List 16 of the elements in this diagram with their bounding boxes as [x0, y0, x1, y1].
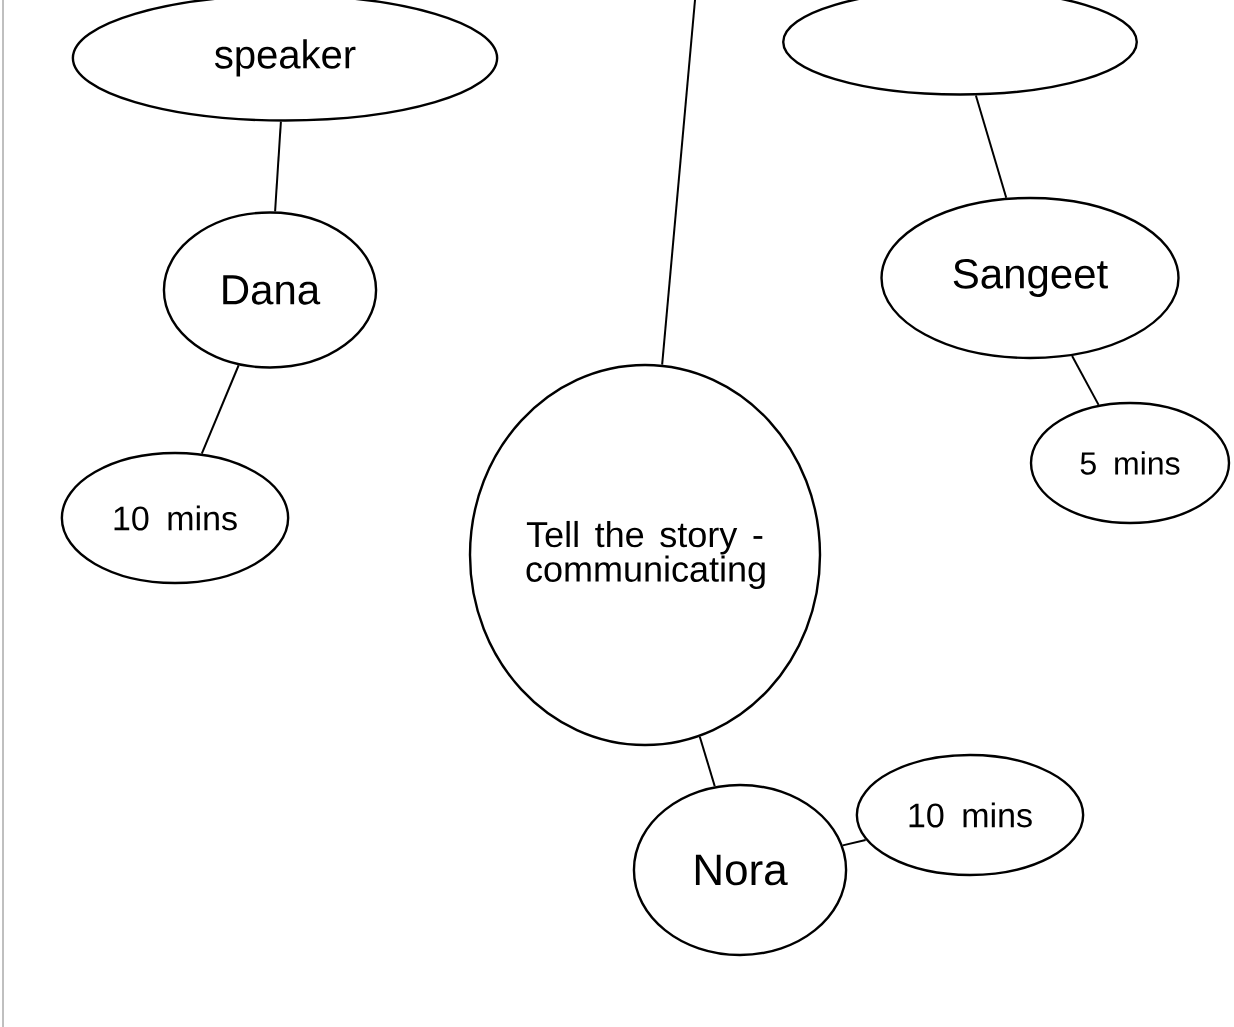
connector-line [841, 838, 867, 847]
bubble: Sangeet [880, 196, 1180, 360]
connector-line [200, 364, 240, 455]
bubble: Tell the story - communicating [468, 363, 822, 747]
bubble: Nora [632, 783, 848, 957]
bubble: speaker [71, 0, 499, 122]
connector-line [1071, 354, 1100, 406]
bubble: Dana [162, 211, 378, 369]
oval-bubble [782, 0, 1138, 96]
connector-line [661, 0, 696, 366]
bubble: 5 mins [1029, 401, 1231, 525]
connector-line [274, 120, 282, 213]
connector-line [974, 94, 1008, 199]
bubble: 10 mins [855, 753, 1085, 877]
connector-line [698, 735, 716, 788]
bubble: 10 mins [60, 451, 290, 585]
